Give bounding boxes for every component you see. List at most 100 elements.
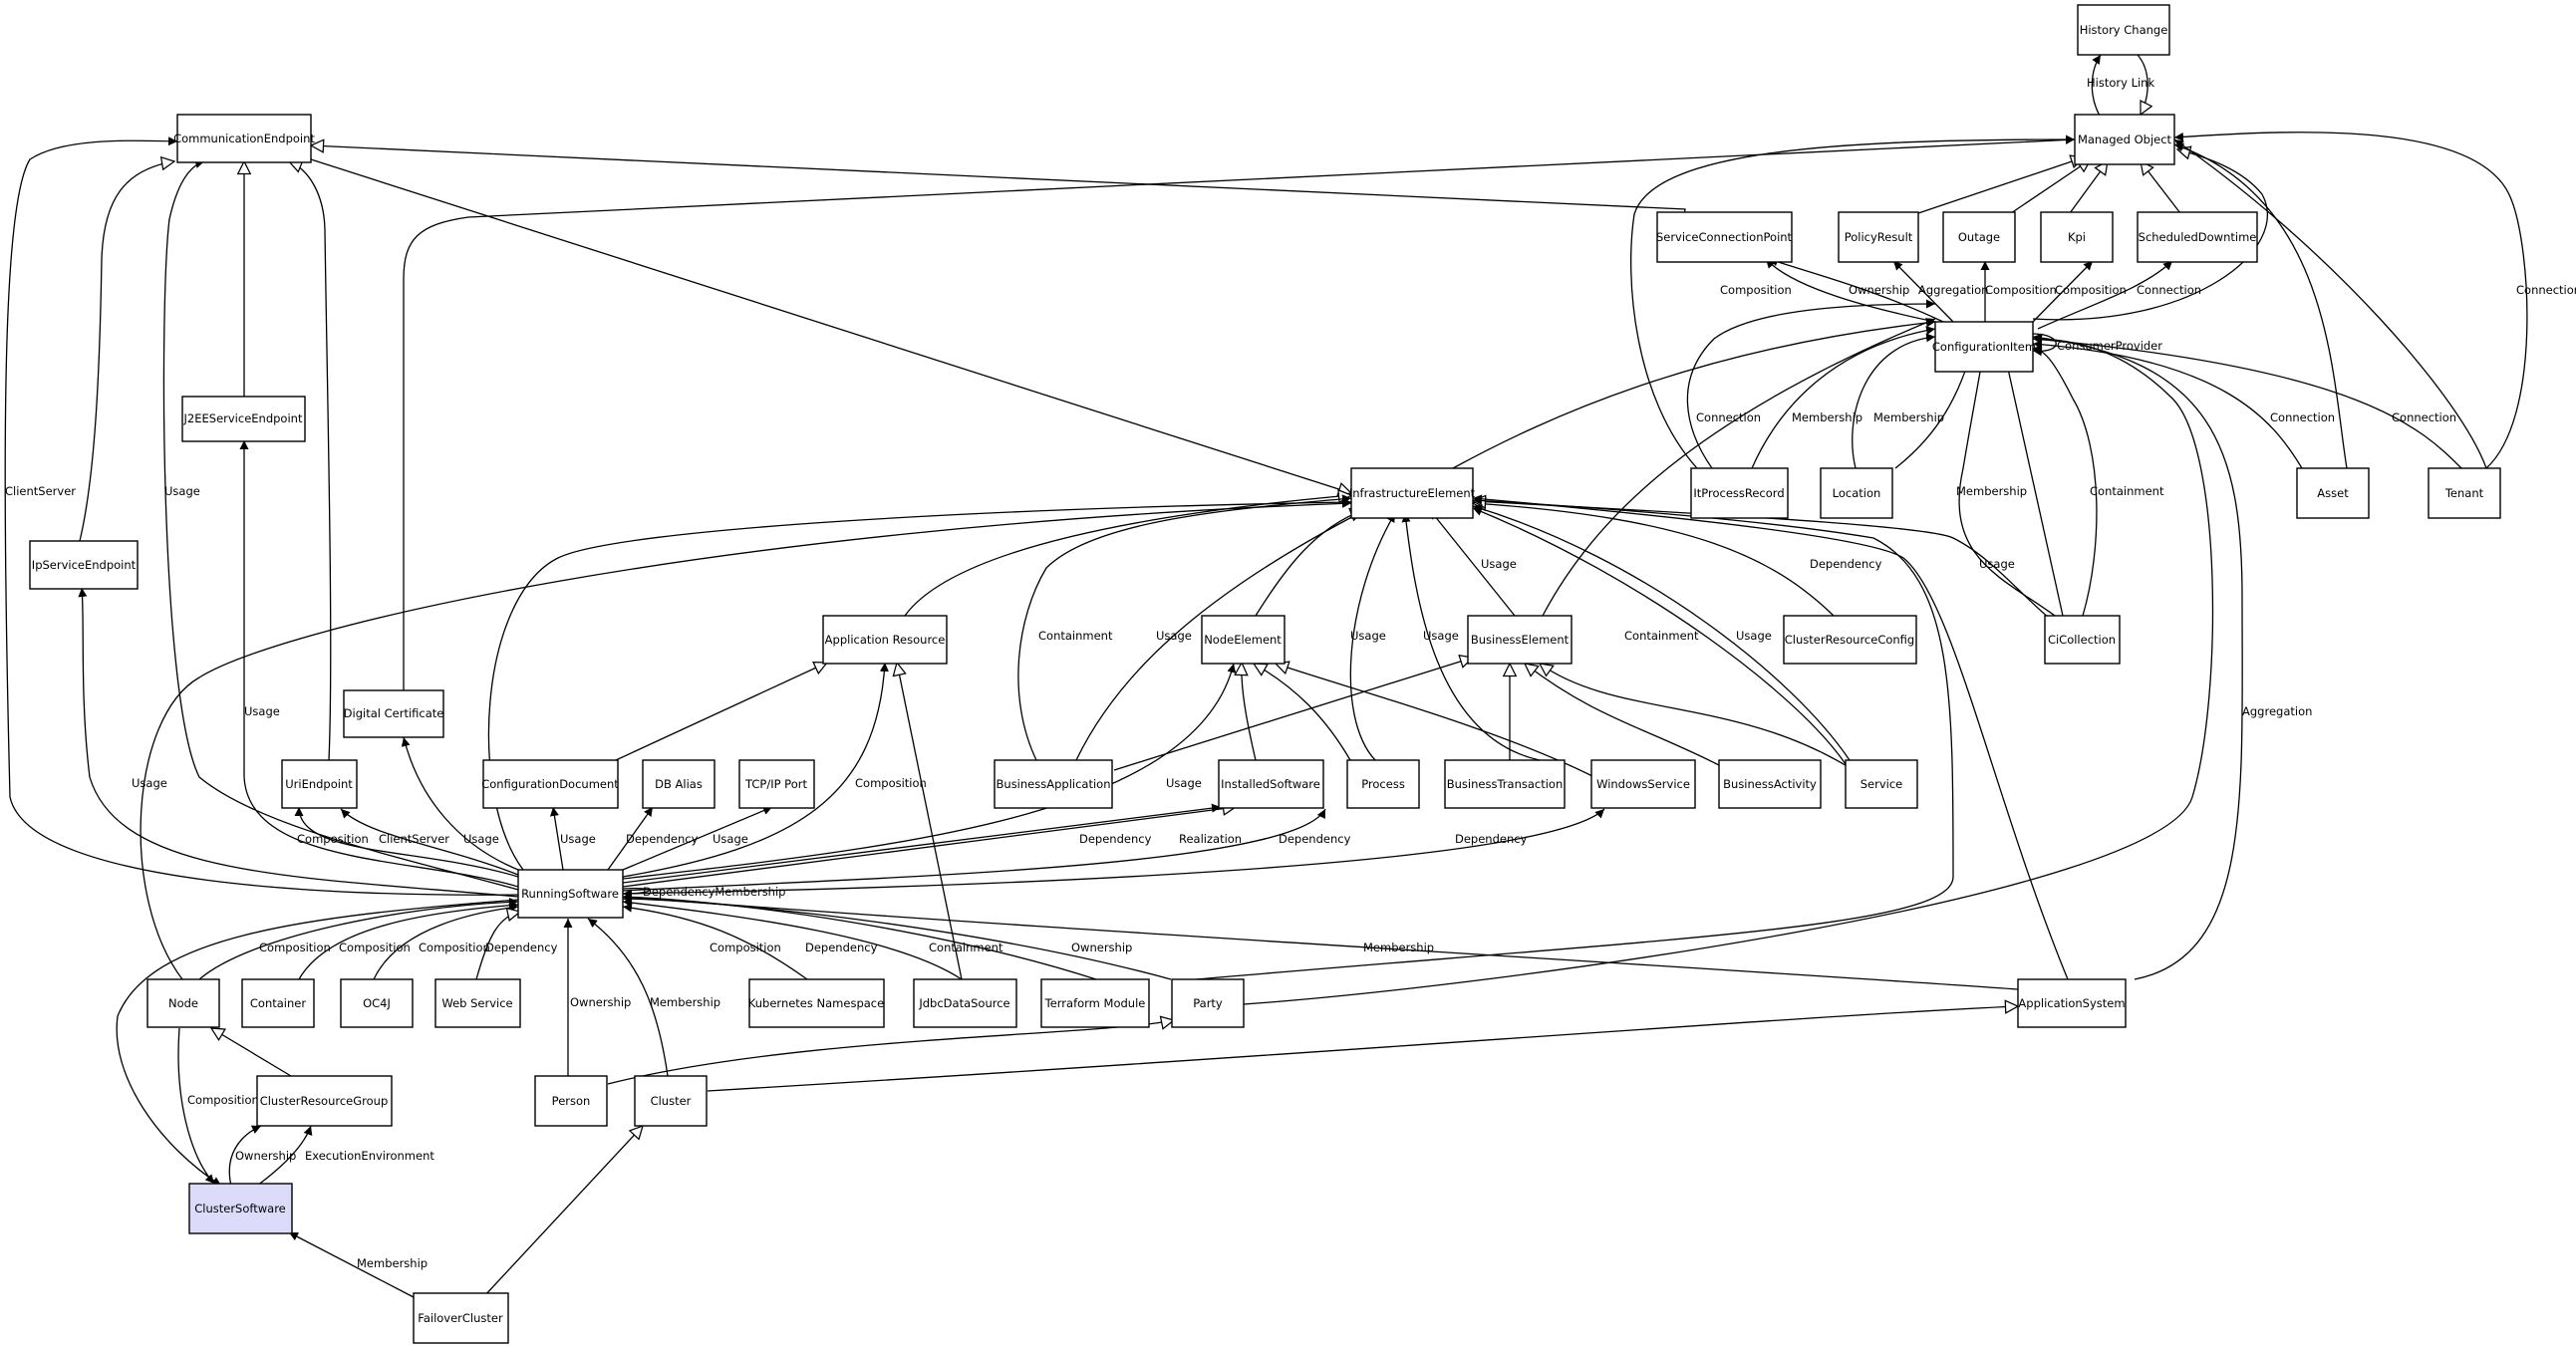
edge-label: Composition	[710, 941, 781, 954]
node-tcp-ip-port[interactable]: TCP/IP Port	[738, 759, 815, 809]
node-db-alias[interactable]: DB Alias	[642, 759, 716, 809]
edge-cicoll-ci-cont	[2032, 344, 2098, 617]
edge-label: Connection	[2516, 283, 2576, 297]
node-infrastructure-element[interactable]: InfrastructureElement	[1349, 467, 1476, 519]
edge-person-party	[607, 1020, 1174, 1085]
node-kubernetes-namespace[interactable]: Kubernetes Namespace	[748, 978, 885, 1028]
svg-text:BusinessActivity: BusinessActivity	[1723, 777, 1817, 791]
edge-infra-ci	[1452, 318, 1936, 469]
edge-label: Aggregation	[2242, 704, 2312, 718]
edge-label: Membership	[650, 995, 720, 1009]
edge-node-infra	[140, 498, 1352, 980]
node-node-element[interactable]: NodeElement	[1201, 615, 1286, 665]
edge-cluster-running	[587, 918, 669, 1077]
node-container[interactable]: Container	[241, 978, 315, 1028]
node-business-activity[interactable]: BusinessActivity	[1718, 759, 1822, 809]
node-process[interactable]: Process	[1346, 759, 1420, 809]
node-managed-object[interactable]: Managed Object	[2074, 114, 2175, 165]
edge-busel-infra	[1429, 509, 1516, 617]
node-failover-cluster[interactable]: FailoverCluster	[413, 1292, 509, 1344]
edge-appsys-infra	[1472, 494, 2069, 980]
svg-text:CommunicationEndpoint: CommunicationEndpoint	[173, 132, 315, 145]
edge-label: Dependency	[485, 941, 558, 954]
svg-text:Node: Node	[168, 996, 198, 1010]
edge-installed-nodeel	[1242, 663, 1257, 761]
node-service-connection-point[interactable]: ServiceConnectionPoint	[1656, 211, 1793, 263]
node-asset[interactable]: Asset	[2296, 467, 2370, 519]
node-installed-software[interactable]: InstalledSoftware	[1218, 759, 1324, 809]
edge-label: Containment	[1038, 629, 1113, 643]
edge-label: ConsumerProvider	[2057, 339, 2162, 353]
node-communication-endpoint[interactable]: CommunicationEndpoint	[173, 114, 315, 163]
node-configuration-item[interactable]: ConfigurationItem	[1932, 321, 2036, 373]
edge-clustersw-crg-own	[228, 1125, 262, 1187]
node-running-software[interactable]: RunningSoftware	[517, 869, 624, 919]
edge-appsys-ci	[2032, 333, 2243, 980]
edge-ci-scp-own	[1768, 257, 1944, 323]
edge-websvc-running	[475, 912, 520, 980]
node-oc4j[interactable]: OC4J	[340, 978, 414, 1028]
edge-history-link	[2091, 54, 2102, 119]
node-cluster-resource-group[interactable]: ClusterResourceGroup	[256, 1075, 393, 1127]
node-uri-endpoint[interactable]: UriEndpoint	[281, 759, 358, 809]
node-terraform-module[interactable]: Terraform Module	[1040, 978, 1150, 1028]
node-it-process-record[interactable]: ItProcessRecord	[1690, 467, 1789, 519]
node-node[interactable]: Node	[146, 978, 220, 1028]
edge-running-appres	[622, 662, 889, 878]
edge-label: Ownership	[1071, 941, 1132, 954]
svg-text:History Change: History Change	[2080, 23, 2168, 37]
edge-label: Ownership	[1849, 283, 1909, 297]
edge-running-comm-cs	[4, 136, 519, 896]
edge-label: Composition	[2055, 283, 2127, 297]
svg-text:InfrastructureElement: InfrastructureElement	[1349, 486, 1476, 500]
edge-itpr-ci-mem	[1751, 326, 1936, 469]
node-jdbc-data-source[interactable]: JdbcDataSource	[913, 978, 1017, 1028]
node-history-change[interactable]: History Change	[2077, 4, 2170, 56]
node-digital-certificate[interactable]: Digital Certificate	[343, 689, 444, 738]
node-application-resource[interactable]: Application Resource	[822, 615, 948, 665]
edge-asset-mo	[2173, 142, 2348, 469]
node-ci-collection[interactable]: CiCollection	[2044, 615, 2121, 665]
edge-running-infra	[487, 497, 1352, 871]
node-business-application[interactable]: BusinessApplication	[994, 759, 1113, 809]
node-scheduled-downtime[interactable]: ScheduledDowntime	[2137, 211, 2258, 263]
edge-running-installed	[622, 803, 1222, 884]
edge-process-infra	[1349, 512, 1396, 761]
node-policy-result[interactable]: PolicyResult	[1838, 211, 1919, 263]
node-cluster-resource-config[interactable]: ClusterResourceConfig	[1783, 615, 1917, 665]
edge-label: Usage	[1156, 629, 1192, 643]
edge-label: History Link	[2087, 76, 2154, 90]
edge-ci-scp	[1765, 258, 1936, 323]
node-tenant[interactable]: Tenant	[2428, 467, 2501, 519]
edge-itpr-mo	[1630, 135, 2076, 469]
edge-party-ci	[1243, 334, 2214, 1005]
node-outage[interactable]: Outage	[1942, 211, 2016, 263]
node-ip-service-endpoint[interactable]: IpServiceEndpoint	[29, 540, 139, 590]
edge-labels: History Link ClientServer Usage Usage Us…	[5, 76, 2576, 1270]
edge-running-uri-cs	[340, 808, 519, 876]
node-windows-service[interactable]: WindowsService	[1590, 759, 1696, 809]
svg-text:Digital Certificate: Digital Certificate	[344, 706, 444, 720]
node-j2ee-service-endpoint[interactable]: J2EEServiceEndpoint	[181, 396, 306, 442]
svg-text:Process: Process	[1361, 777, 1405, 791]
edge-node-running	[198, 897, 519, 980]
edge-label: DependencyMembership	[643, 885, 785, 899]
svg-text:J2EEServiceEndpoint: J2EEServiceEndpoint	[183, 411, 303, 425]
node-business-transaction[interactable]: BusinessTransaction	[1444, 759, 1566, 809]
node-service[interactable]: Service	[1845, 759, 1918, 809]
node-kpi[interactable]: Kpi	[2040, 211, 2114, 263]
node-cluster[interactable]: Cluster	[634, 1075, 708, 1127]
node-cluster-software[interactable]: ClusterSoftware	[188, 1183, 293, 1234]
node-web-service[interactable]: Web Service	[434, 978, 521, 1028]
node-location[interactable]: Location	[1820, 467, 1893, 519]
svg-text:Application Resource: Application Resource	[825, 633, 946, 647]
node-business-element[interactable]: BusinessElement	[1467, 615, 1573, 665]
node-configuration-document[interactable]: ConfigurationDocument	[481, 759, 619, 809]
node-person[interactable]: Person	[534, 1075, 608, 1127]
node-party[interactable]: Party	[1171, 978, 1245, 1028]
svg-text:Tenant: Tenant	[2444, 486, 2484, 500]
edge-ipse-comm	[79, 161, 174, 542]
svg-text:WindowsService: WindowsService	[1596, 777, 1690, 791]
edge-busel-ci	[1542, 318, 1936, 617]
node-application-system[interactable]: ApplicationSystem	[2017, 978, 2127, 1028]
